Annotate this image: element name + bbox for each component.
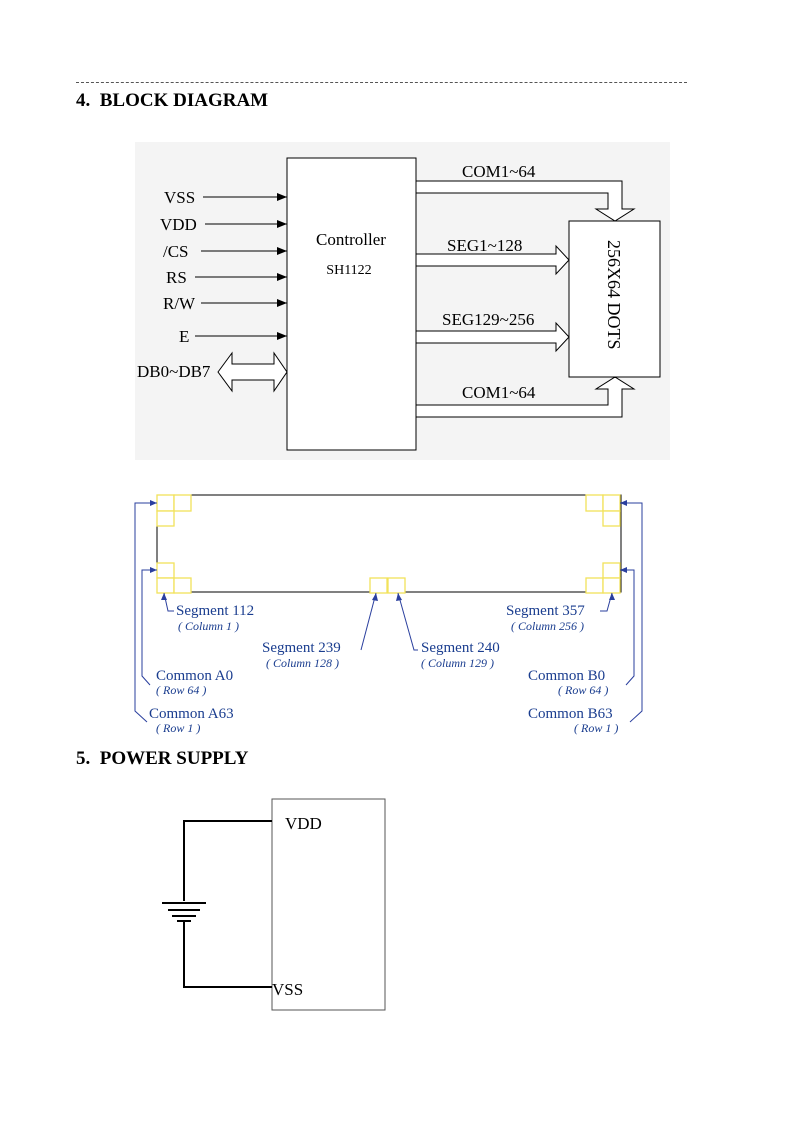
- common-b63-label: Common B63: [528, 706, 613, 722]
- input-vdd: VDD: [160, 215, 197, 234]
- leader-seg112: [163, 592, 174, 612]
- arrowhead: [150, 500, 157, 506]
- common-a63-sub: ( Row 1 ): [156, 721, 200, 735]
- section-5-heading: 5. POWER SUPPLY: [76, 748, 248, 770]
- seg-b-bus: [415, 321, 570, 353]
- pixel-cell: [156, 510, 175, 527]
- pixel-cell: [602, 577, 621, 594]
- pixel-cell: [173, 577, 192, 594]
- com-top-label: COM1~64: [462, 162, 536, 181]
- vdd-wire: [183, 820, 272, 901]
- arrowhead: [161, 593, 167, 600]
- power-supply-diagram: VDD VSS: [162, 798, 386, 1011]
- pixel-cell: [369, 577, 388, 594]
- divider-line: [76, 82, 687, 83]
- pixel-cell: [387, 577, 406, 594]
- seg357-sub: ( Column 256 ): [511, 619, 584, 633]
- data-bus-arrow: [217, 351, 288, 393]
- leader-arrowheads: [150, 500, 627, 601]
- common-b63-sub: ( Row 1 ): [574, 721, 618, 735]
- vss-wire: [183, 921, 272, 988]
- arrowhead: [620, 500, 627, 506]
- common-a0-sub: ( Row 64 ): [156, 683, 206, 697]
- seg-b-label: SEG129~256: [442, 310, 534, 329]
- seg112-label: Segment 112: [176, 603, 254, 619]
- pixel-cell: [602, 510, 621, 527]
- section-number: 4.: [76, 90, 91, 111]
- seg-a-bus: [415, 244, 570, 276]
- leader-lines: [134, 502, 643, 723]
- common-b0-label: Common B0: [528, 668, 605, 684]
- arrowhead: [396, 593, 402, 601]
- block-diagram: Controller SH1122 VSS VDD /CS RS R/W E D…: [135, 142, 670, 460]
- input-e: E: [179, 327, 189, 346]
- leader-common-b63: [620, 502, 643, 723]
- com-top-bus: [415, 180, 636, 222]
- seg240-label: Segment 240: [421, 640, 500, 656]
- vss-label: VSS: [272, 980, 303, 999]
- corner-cells: [156, 494, 621, 594]
- section-title: BLOCK DIAGRAM: [99, 90, 269, 111]
- com-bottom-bus: [415, 376, 636, 418]
- vdd-label: VDD: [285, 814, 322, 833]
- pixel-cell: [156, 562, 175, 579]
- input-vss: VSS: [164, 188, 195, 207]
- pixel-cell: [156, 577, 175, 594]
- leader-seg357: [600, 592, 613, 612]
- controller-part: SH1122: [326, 263, 371, 278]
- leader-common-a0: [141, 569, 157, 686]
- leader-common-a63: [134, 502, 157, 723]
- pixel-cell: [585, 577, 604, 594]
- pixel-cell: [156, 494, 175, 512]
- leader-seg239: [360, 592, 377, 651]
- arrowhead: [372, 593, 378, 601]
- common-a0-label: Common A0: [156, 668, 233, 684]
- input-rs: RS: [166, 268, 187, 287]
- com-bottom-label: COM1~64: [462, 383, 536, 402]
- pixel-cell: [585, 494, 604, 512]
- arrowhead: [150, 567, 157, 573]
- section-title: POWER SUPPLY: [99, 748, 249, 769]
- common-b0-sub: ( Row 64 ): [558, 683, 608, 697]
- common-a63-label: Common A63: [149, 706, 234, 722]
- pixel-cell: [173, 494, 192, 512]
- battery-icon: [162, 902, 206, 922]
- input-cs: /CS: [163, 242, 189, 261]
- pixel-map-diagram: Segment 112 ( Column 1 ) Segment 239 ( C…: [134, 494, 643, 735]
- leader-seg240: [397, 592, 418, 651]
- data-bus-label: DB0~DB7: [137, 362, 211, 381]
- seg239-label: Segment 239: [262, 640, 341, 656]
- seg240-sub: ( Column 129 ): [421, 656, 494, 670]
- arrowhead: [609, 593, 615, 600]
- display-box: [568, 220, 661, 378]
- seg357-label: Segment 357: [506, 603, 585, 619]
- input-rw: R/W: [163, 294, 196, 313]
- controller-label: Controller: [316, 230, 386, 249]
- controller-box: [286, 157, 417, 451]
- arrowhead: [620, 567, 627, 573]
- pixel-cell: [602, 562, 621, 579]
- section-number: 5.: [76, 748, 91, 769]
- seg112-sub: ( Column 1 ): [178, 619, 239, 633]
- leader-common-b0: [620, 569, 635, 686]
- pixel-cell: [602, 494, 621, 512]
- display-label: 256X64 DOTS: [604, 240, 624, 350]
- module-box: [271, 798, 386, 1011]
- section-4-heading: 4. BLOCK DIAGRAM: [76, 90, 268, 112]
- seg239-sub: ( Column 128 ): [266, 656, 339, 670]
- seg-a-label: SEG1~128: [447, 236, 522, 255]
